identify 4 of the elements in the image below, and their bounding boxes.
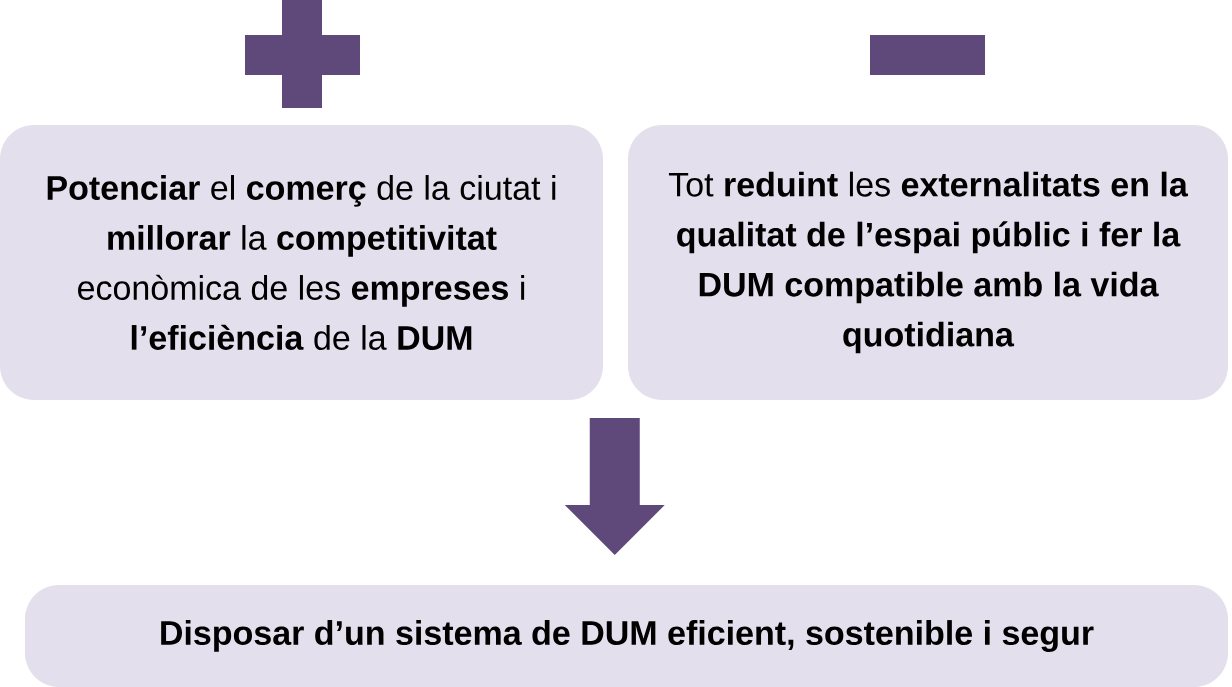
- text-box: Disposar d’un sistema de DUM eficient, sostenible i segur: [25, 585, 1228, 687]
- text-box: Tot reduint les externalitats en la qualitat de l’espai públic i fer la DUM compatible amb la vida quotidiana: [628, 125, 1228, 400]
- block-arrow: [564, 418, 665, 555]
- text-box: Potenciar el comerç de la ciutat i millorar la competitivitat econòmica de les empreses i l’eficiència de la DUM: [0, 125, 603, 400]
